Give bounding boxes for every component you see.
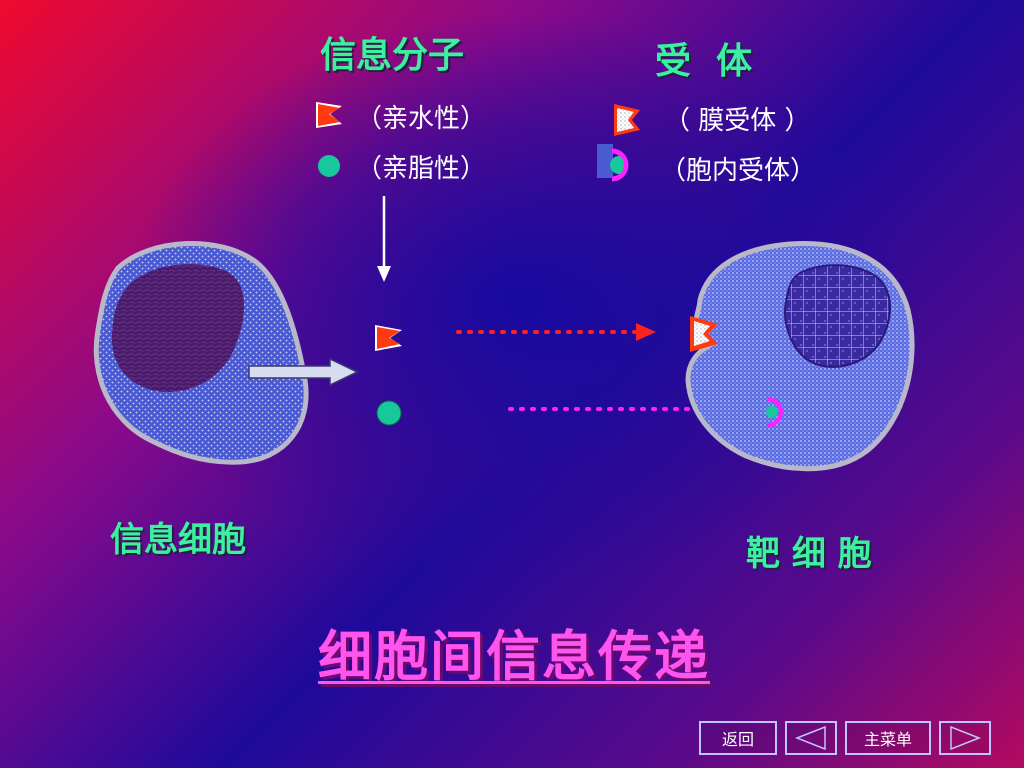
hydrophilic-molecule-icon: [377, 327, 400, 349]
receptor-title: 受 体: [655, 41, 753, 82]
signal-cell: [93, 240, 309, 465]
intracellular-receptor-icon: [767, 397, 783, 427]
membrane-receptor-label: （ 膜受体 ）: [664, 106, 811, 136]
hydrophilic-signal-path-arrow: [456, 323, 656, 341]
intracellular-receptor-label: （胞内受体）: [660, 156, 817, 186]
triangle-right-icon: [950, 725, 982, 751]
signal-molecule-title: 信息分子: [320, 35, 465, 76]
intracellular-receptor-ligand-site: [766, 406, 778, 418]
membrane-receptor-icon: [690, 316, 718, 352]
target-cell-nucleus: [784, 264, 891, 368]
hydrophilic-molecule-legend-fill: [318, 104, 340, 126]
release-arrow-icon: [248, 357, 359, 387]
lipophilic-molecule-icon: [376, 400, 402, 426]
signal-cell-label: 信息细胞: [110, 520, 246, 560]
main-title: 细胞间信息传递: [318, 625, 710, 688]
previous-button[interactable]: [785, 721, 837, 755]
down-arrow-icon: [377, 196, 391, 282]
intracellular-receptor-legend-icon: [597, 144, 629, 182]
back-button[interactable]: 返回: [699, 721, 777, 755]
membrane-receptor-legend-icon: [614, 104, 640, 136]
target-cell-label: 靶 细 胞: [746, 534, 872, 574]
main-menu-button[interactable]: 主菜单: [845, 721, 931, 755]
lipophilic-molecule-legend-icon: [318, 155, 340, 177]
target-cell: [685, 241, 915, 472]
next-button[interactable]: [939, 721, 991, 755]
lipophilic-label: （亲脂性）: [356, 154, 487, 184]
signal-cell-nucleus: [112, 264, 245, 392]
hydrophilic-label: （亲水性）: [356, 104, 487, 134]
triangle-left-icon: [794, 725, 826, 751]
